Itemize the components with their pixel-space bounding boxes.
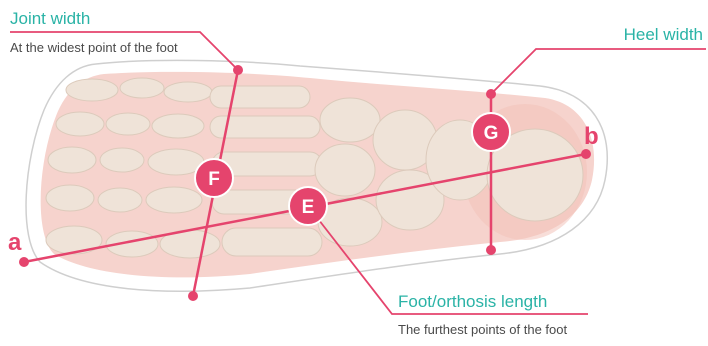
foot-length-subtitle: The furthest points of the foot [398,322,567,337]
marker-G: G [472,113,510,151]
joint-width-subtitle: At the widest point of the foot [10,40,178,55]
joint-width-title: Joint width [10,9,90,28]
foot-length-title: Foot/orthosis length [398,292,547,311]
marker-E-letter: E [302,197,315,218]
endpoint-b-label: b [584,123,599,150]
marker-G-letter: G [484,123,499,144]
endpoint-a-label: a [8,229,22,256]
marker-E: E [289,187,327,225]
heel-width-title: Heel width [624,25,703,44]
marker-F: F [195,159,233,197]
marker-F-letter: F [208,169,220,190]
